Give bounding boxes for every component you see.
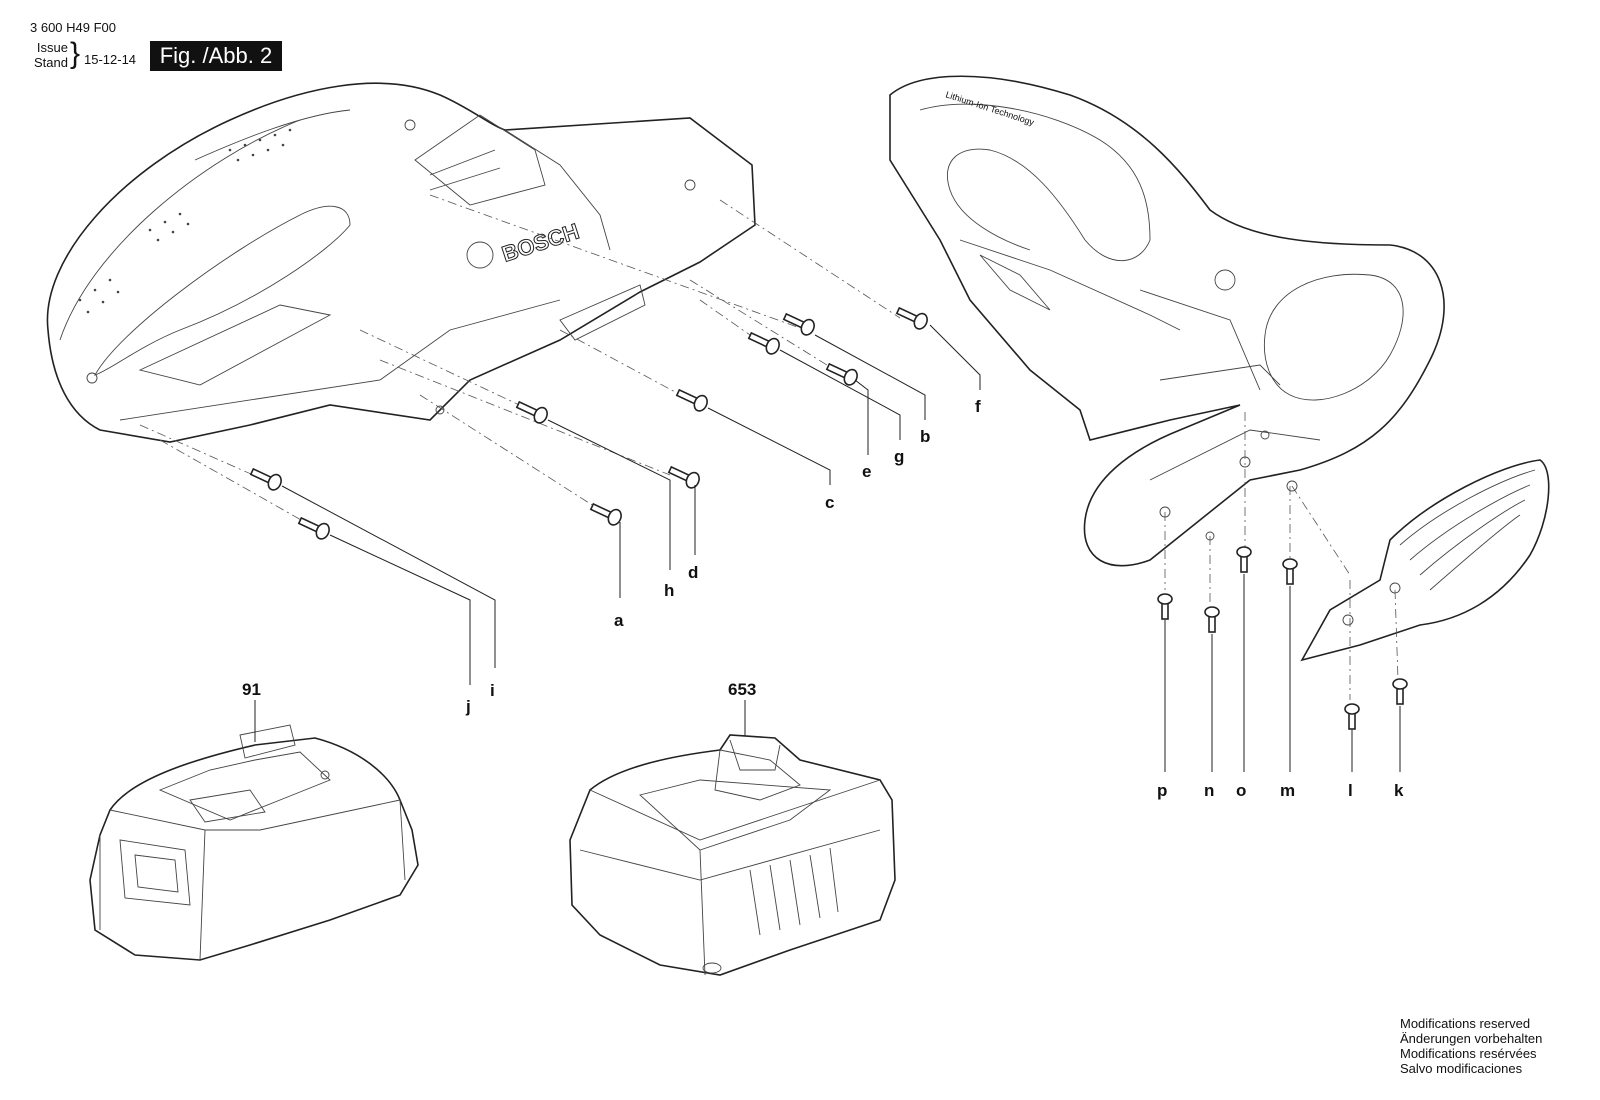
label-a: a (614, 611, 624, 630)
charger (569, 734, 896, 976)
label-m: m (1280, 781, 1295, 800)
screw-icon (515, 400, 548, 424)
revision-date: 15-12-14 (84, 52, 137, 67)
screw-icon (297, 516, 330, 540)
label-e: e (862, 462, 871, 481)
label-j: j (465, 697, 471, 716)
assembly-lines-left (139, 194, 901, 526)
stand-label: Stand (34, 55, 68, 70)
label-h: h (664, 581, 674, 600)
issue-label: Issue (36, 40, 68, 55)
notice-line-fr: Modifications resérvées (1400, 1046, 1537, 1061)
label-g: g (894, 447, 904, 466)
notice-line-de: Änderungen vorbehalten (1400, 1031, 1543, 1046)
label-c: c (825, 493, 834, 512)
screw-icon (1204, 606, 1220, 633)
leader-lines-left (281, 324, 981, 685)
brace-glyph: } (70, 37, 81, 70)
screw-icon (249, 467, 282, 491)
grip-texture (78, 128, 292, 314)
label-i: i (490, 681, 495, 700)
part-labels: f b g e c d h a i j p n o m l k 91 653 (242, 397, 1404, 800)
modifications-notice: Modifications reserved Änderungen vorbeh… (1400, 1016, 1542, 1076)
notice-line-en: Modifications reserved (1400, 1016, 1531, 1031)
screw-icon (1236, 546, 1252, 573)
notice-line-es: Salvo modificaciones (1400, 1061, 1523, 1076)
label-k: k (1394, 781, 1404, 800)
screw-icon (825, 362, 858, 386)
screw-set-right (1157, 546, 1408, 730)
screw-icon (782, 312, 815, 336)
part-number: 3 600 H49 F00 (30, 20, 117, 35)
battery-pack (89, 724, 419, 961)
nose-cover (1300, 459, 1550, 662)
housing-right-half: Lithium-Ion Technology (889, 75, 1445, 567)
issue-stand-labels: Issue Stand (30, 40, 68, 70)
label-battery: 91 (242, 680, 261, 699)
label-n: n (1204, 781, 1214, 800)
screw-icon (895, 306, 928, 330)
screw-icon (675, 388, 708, 412)
label-f: f (975, 397, 981, 416)
screw-icon (1282, 558, 1298, 585)
screw-icon (1344, 703, 1360, 730)
screw-icon (1392, 678, 1408, 705)
bosch-logo-icon (1214, 269, 1236, 291)
screw-icon (747, 331, 780, 355)
figure-title-badge: Fig. /Abb. 2 (150, 41, 282, 71)
label-o: o (1236, 781, 1246, 800)
label-d: d (688, 563, 698, 582)
label-charger: 653 (728, 680, 756, 699)
label-p: p (1157, 781, 1167, 800)
assembly-lines-right (1164, 412, 1399, 700)
bosch-logo-icon (466, 241, 494, 269)
screw-set-left (249, 306, 928, 540)
label-l: l (1348, 781, 1353, 800)
leader-lines-right (1164, 574, 1401, 772)
screw-icon (1157, 593, 1173, 620)
label-b: b (920, 427, 930, 446)
housing-left-half: BOSCH (46, 82, 756, 443)
screw-icon (589, 502, 622, 526)
screw-icon (667, 465, 700, 489)
